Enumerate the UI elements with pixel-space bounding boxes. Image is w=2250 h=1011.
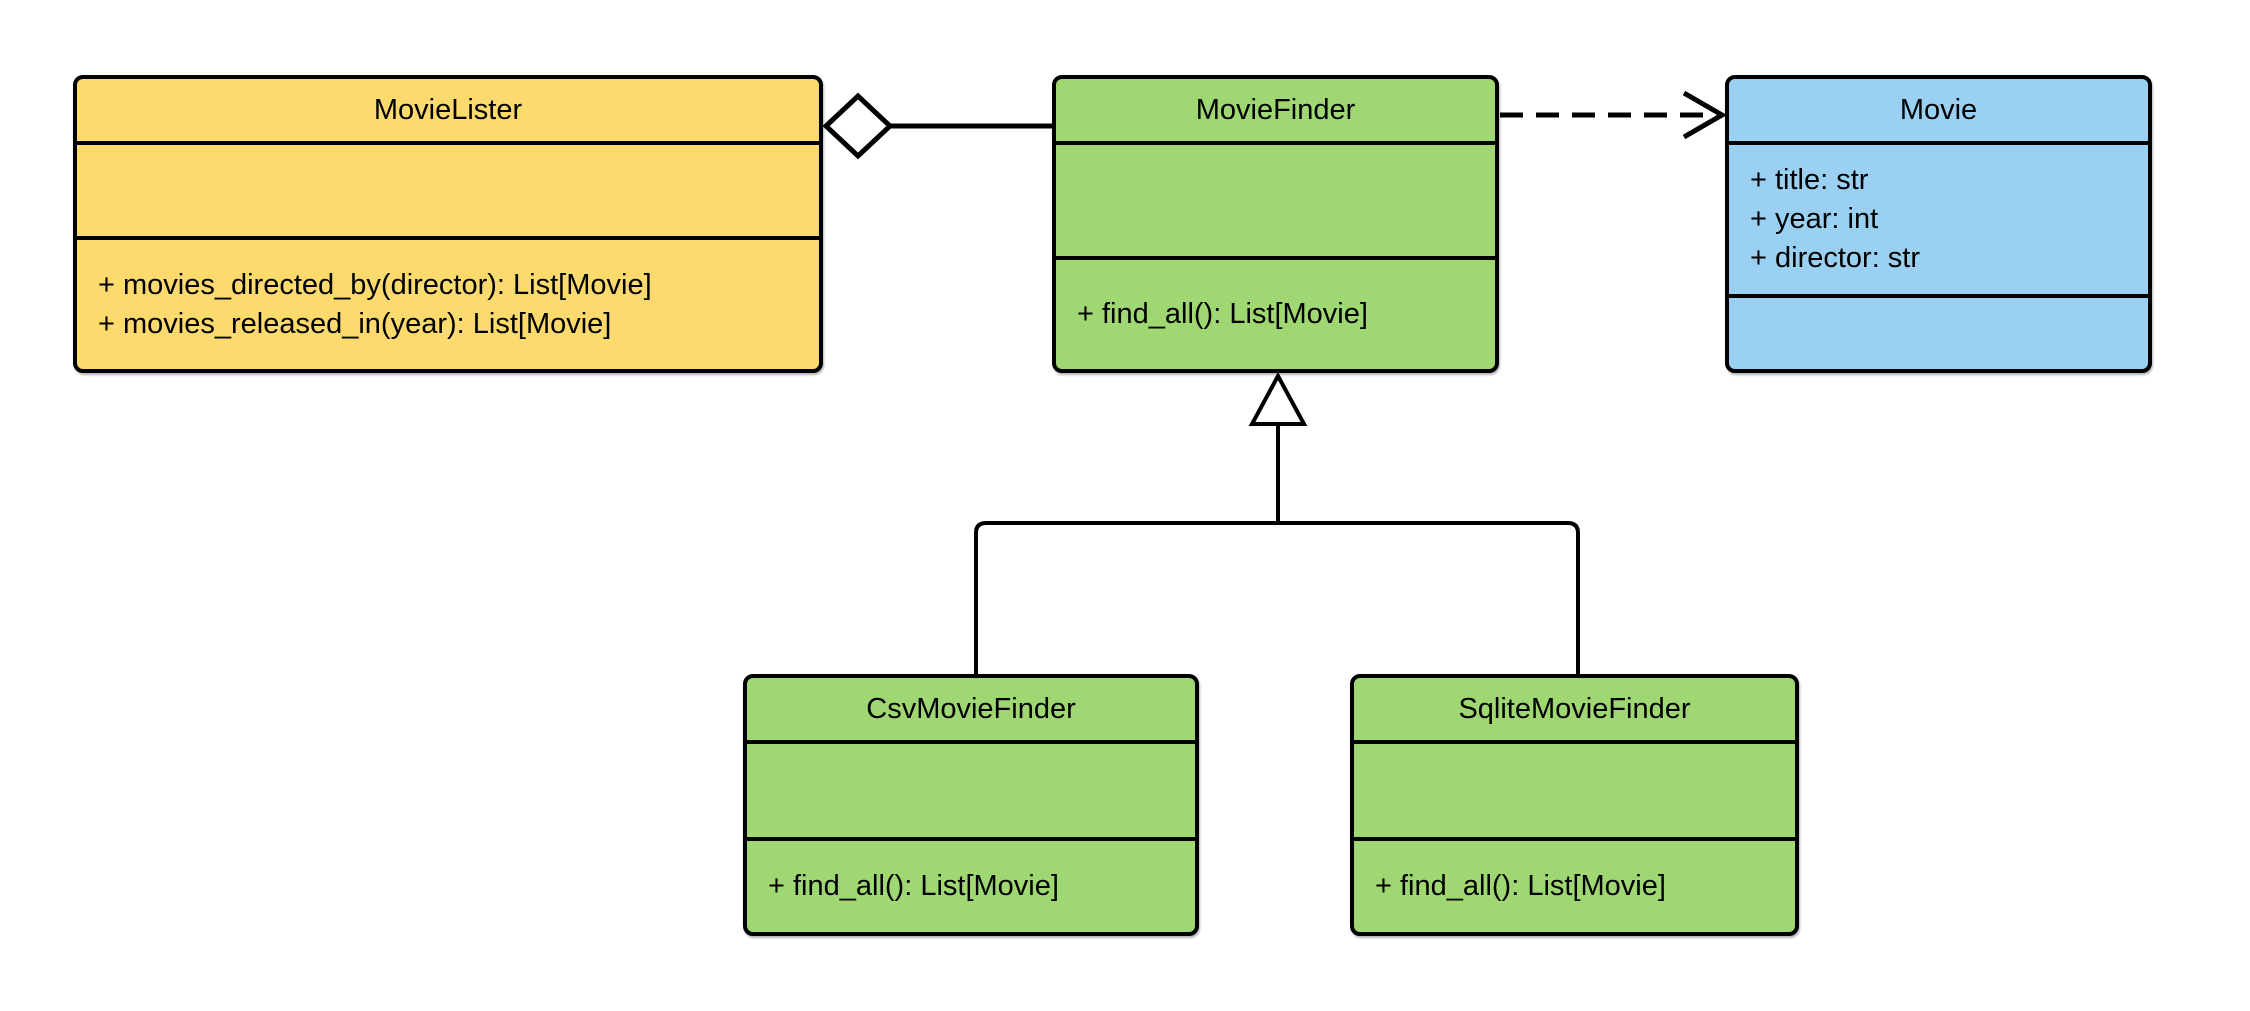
attribute-item: + director: str [1750, 242, 1921, 274]
method-item: + find_all(): List[Movie] [768, 870, 1059, 902]
attributes-compartment-moviefinder [1056, 145, 1495, 260]
method-item: + movies_released_in(year): List[Movie] [98, 307, 612, 340]
class-title-movielister: MovieLister [77, 79, 819, 145]
method-item: + movies_directed_by(director): List[Mov… [98, 268, 652, 301]
class-box-movie[interactable]: Movie + title: str + year: int + directo… [1725, 75, 2152, 373]
dependency-connector-moviefinder-movie[interactable] [1500, 90, 1727, 140]
aggregation-connector-movielister-moviefinder[interactable] [822, 92, 1054, 160]
method-item: + find_all(): List[Movie] [1375, 870, 1666, 902]
methods-compartment-moviefinder: + find_all(): List[Movie] [1056, 260, 1495, 369]
class-title-csvmoviefinder: CsvMovieFinder [747, 678, 1195, 744]
methods-compartment-csvmoviefinder: + find_all(): List[Movie] [747, 841, 1195, 932]
attribute-item: + year: int [1750, 203, 1879, 235]
inheritance-triangle-icon [1248, 371, 1308, 426]
attributes-compartment-csvmoviefinder [747, 744, 1195, 841]
attributes-compartment-movie: + title: str + year: int + director: str [1729, 145, 2148, 298]
attributes-compartment-sqlitemoviefinder [1354, 744, 1795, 841]
class-box-moviefinder[interactable]: MovieFinder + find_all(): List[Movie] [1052, 75, 1499, 373]
method-item: + find_all(): List[Movie] [1077, 298, 1368, 330]
attributes-compartment-movielister [77, 145, 819, 240]
attribute-item: + title: str [1750, 164, 1869, 196]
aggregation-diamond-icon [822, 92, 894, 160]
class-box-csvmoviefinder[interactable]: CsvMovieFinder + find_all(): List[Movie] [743, 674, 1199, 936]
class-box-sqlitemoviefinder[interactable]: SqliteMovieFinder + find_all(): List[Mov… [1350, 674, 1799, 936]
methods-compartment-movie [1729, 298, 2148, 369]
inheritance-connector-children-moviefinder[interactable] [974, 371, 1580, 674]
methods-compartment-movielister: + movies_directed_by(director): List[Mov… [77, 240, 819, 369]
class-title-movie: Movie [1729, 79, 2148, 145]
class-box-movielister[interactable]: MovieLister + movies_directed_by(directo… [73, 75, 823, 373]
dependency-open-arrowhead-icon [1682, 90, 1727, 140]
methods-compartment-sqlitemoviefinder: + find_all(): List[Movie] [1354, 841, 1795, 932]
class-title-sqlitemoviefinder: SqliteMovieFinder [1354, 678, 1795, 744]
class-title-moviefinder: MovieFinder [1056, 79, 1495, 145]
